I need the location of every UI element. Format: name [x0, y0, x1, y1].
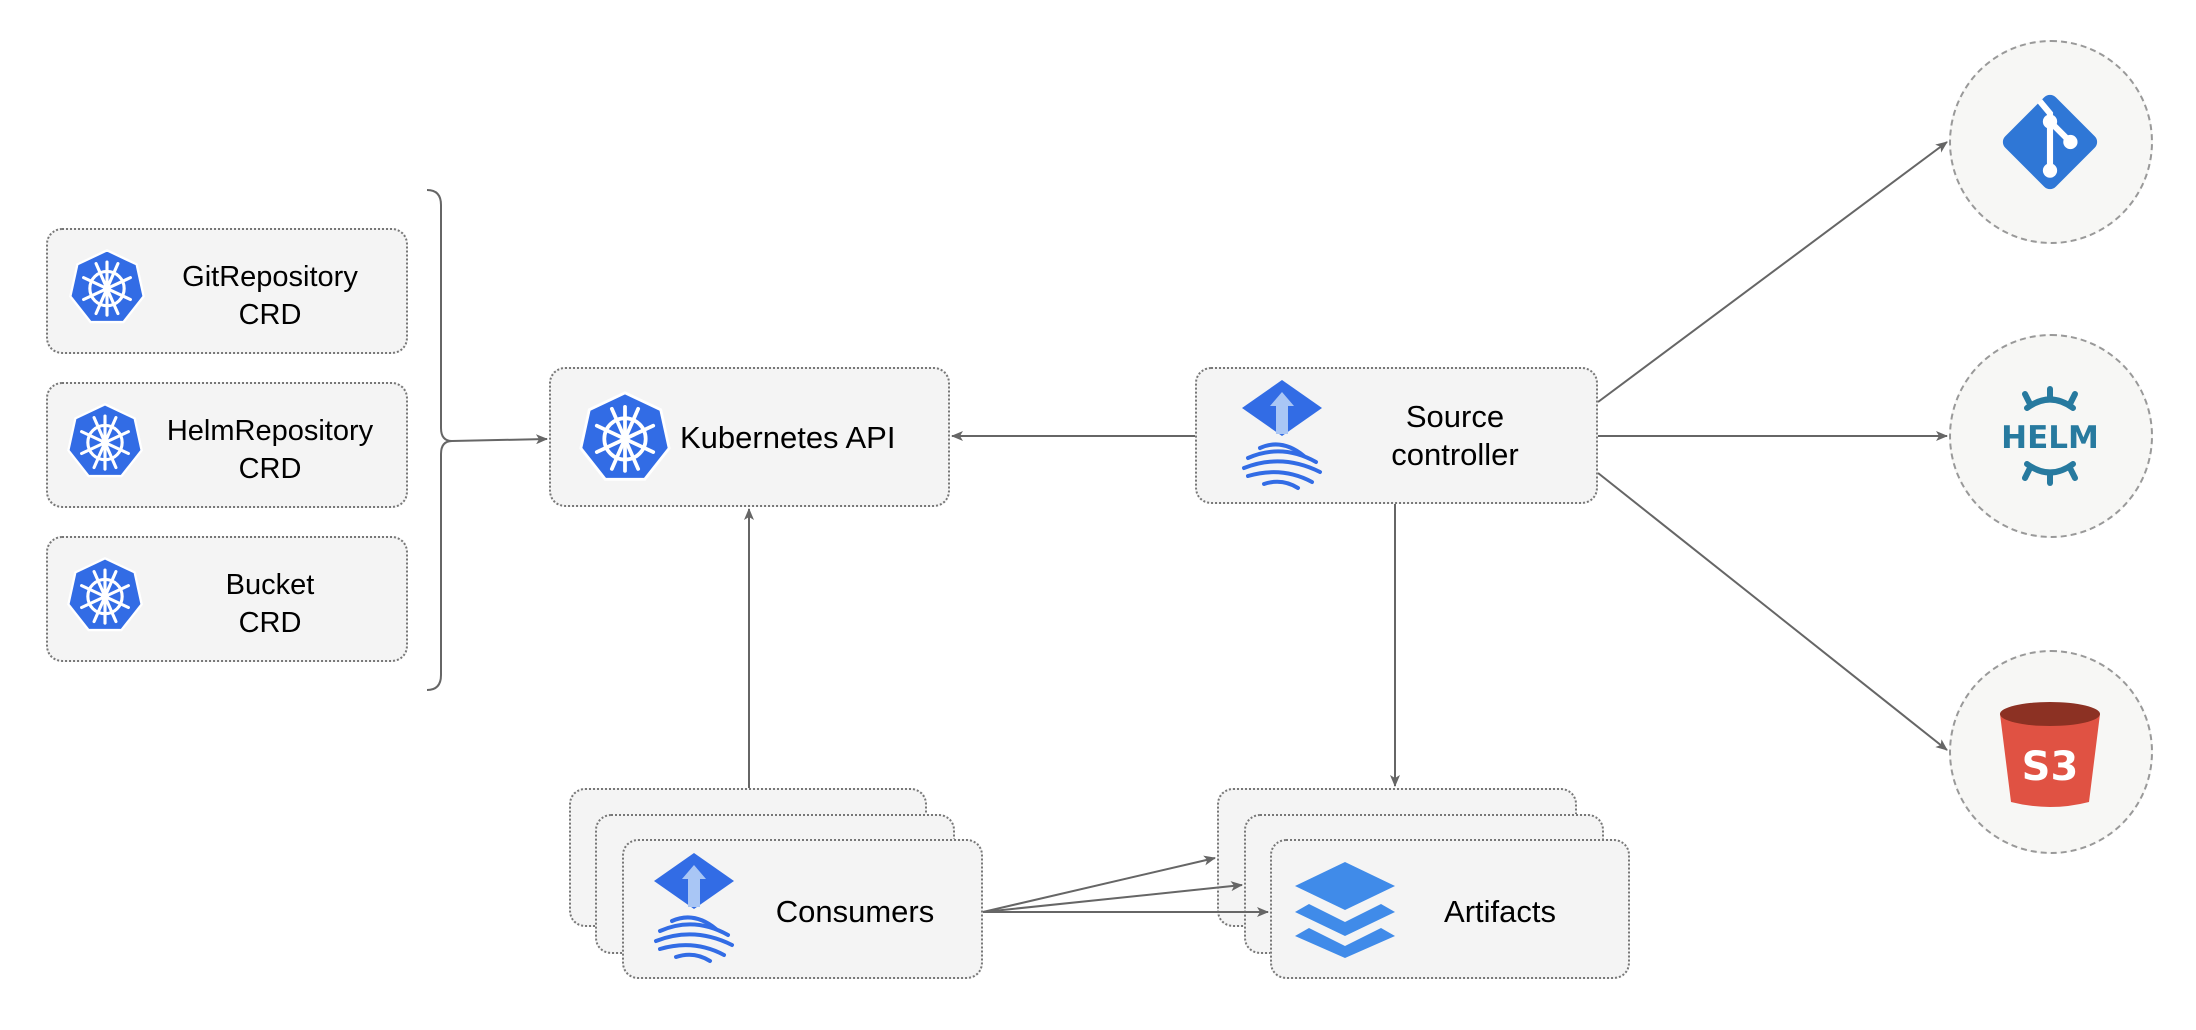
helm-source-node[interactable] — [1949, 334, 2153, 538]
crd-type: CRD — [238, 299, 302, 331]
arrow-crds-to-api — [451, 434, 548, 445]
helm-icon: HELM — [2001, 386, 2099, 486]
arrow-controller-to-git — [1597, 141, 1948, 403]
helm-logo-text: HELM — [2001, 420, 2099, 456]
source-controller-line1: Source — [1405, 399, 1505, 434]
arrow-controller-to-s3 — [1597, 472, 1948, 751]
consumers-label: Consumers — [775, 894, 935, 929]
layers-icon — [1295, 862, 1395, 958]
crd-name: HelmRepository — [166, 415, 374, 447]
crd-name: Bucket — [225, 569, 315, 601]
arrow-consumers-to-artifact-1 — [982, 855, 1216, 913]
kubernetes-api-label: Kubernetes API — [680, 420, 896, 455]
source-controller-line2: controller — [1391, 437, 1519, 472]
git-icon — [2002, 94, 2098, 190]
source-controller-node[interactable] — [1195, 367, 1598, 504]
s3-bucket-icon: S3 — [2000, 702, 2100, 807]
crd-type: CRD — [238, 453, 302, 485]
artifacts-node[interactable] — [1270, 839, 1630, 979]
crd-type: CRD — [238, 607, 302, 639]
artifacts-label: Artifacts — [1444, 894, 1556, 929]
s3-logo-text: S3 — [2022, 744, 2079, 790]
crd-name: GitRepository — [182, 261, 358, 293]
arrow-consumers-to-artifact-2 — [982, 881, 1243, 913]
